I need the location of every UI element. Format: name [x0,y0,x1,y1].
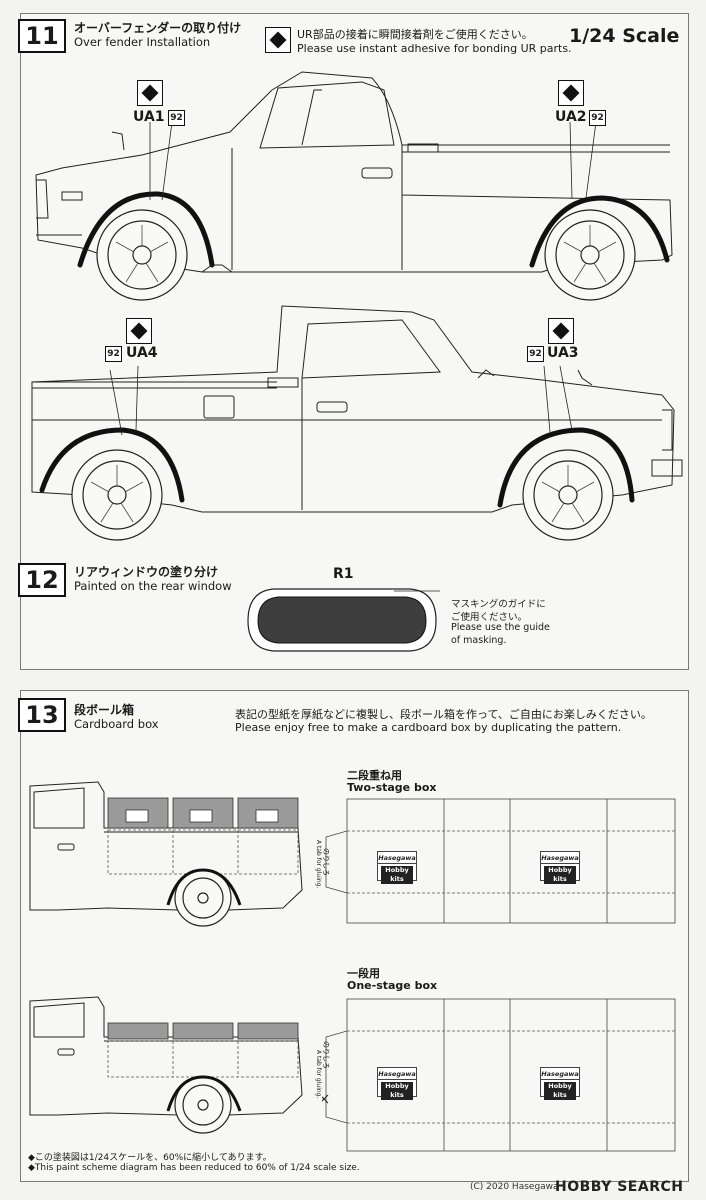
step-12-title-en: Painted on the rear window [74,579,232,593]
paint-code-badge-ua3: 92 [527,346,544,362]
one-stage-title-jp: 一段用 [347,967,380,980]
diamond-icon-ua4 [126,318,152,344]
paint-code-badge-ua1: 92 [168,110,185,126]
upper-truck-side-view [35,71,673,301]
step-13-note-en: Please enjoy free to make a cardboard bo… [235,721,622,734]
copyright-text: (C) 2020 Hasegawa [470,1182,559,1192]
truck-two-stage-boxes [29,781,303,927]
glue-tab-label-en-two-stage: A tab for gluing. [315,840,322,889]
step-11-number: 11 [18,19,66,53]
step-12-note-jp-1: マスキングのガイドに [451,599,546,610]
one-stage-box-pattern [322,998,676,1152]
step-11-note-en: Please use instant adhesive for bonding … [297,42,572,55]
footnote-jp: ◆この塗装図は1/24スケールを、60%に縮小してあります。 [28,1153,272,1163]
step-11-note-jp: UR部品の接着に瞬間接着剤をご使用ください。 [297,28,533,41]
two-stage-title-en: Two-stage box [347,781,437,794]
step-13-panel [20,690,689,1182]
step-13-number: 13 [18,698,66,732]
step-12-note-en-2: of masking. [451,635,507,646]
step-13-title-en: Cardboard box [74,717,159,731]
step-13-title-jp: 段ボール箱 [74,703,135,717]
step-12-title-jp: リアウィンドウの塗り分け [74,565,219,579]
diamond-icon [265,27,291,53]
hobby-search-logo: HOBBY SEARCH [555,1179,684,1195]
scale-label: 1/24 Scale [569,25,680,47]
step-11-title-en: Over fender Installation [74,35,211,49]
paint-code-badge-ua4: 92 [105,346,122,362]
one-stage-title-en: One-stage box [347,979,438,992]
two-stage-box-pattern [325,798,676,924]
step-12-note-jp-2: ご使用ください。 [451,612,528,623]
part-label-ua1: UA1 [133,109,165,125]
paint-code-badge-ua2: 92 [589,110,606,126]
glue-tab-label-en-one-stage: A tab for gluing. [315,1050,322,1099]
part-label-ua4: UA4 [126,345,158,361]
glue-tab-label-jp-two-stage: のりしろ [322,848,330,876]
diamond-icon-ua2 [558,80,584,106]
rear-window-diagram [247,588,440,652]
step-11-title-jp: オーバーフェンダーの取り付け [74,21,242,35]
lower-truck-side-view [31,305,683,541]
part-label-ua2: UA2 [555,109,587,125]
glue-tab-label-jp-one-stage: のりしろ [322,1041,330,1069]
diamond-icon-ua1 [137,80,163,106]
step-13-note-jp: 表記の型紙を厚紙などに複製し、段ボール箱を作って、ご自由にお楽しみください。 [235,708,652,721]
diamond-icon-ua3 [548,318,574,344]
step-12-note-en-1: Please use the guide [451,622,550,633]
part-label-ua3: UA3 [547,345,579,361]
part-label-r1: R1 [333,566,354,582]
step-12-number: 12 [18,563,66,597]
two-stage-title-jp: 二段重ね用 [347,769,402,782]
truck-one-stage-boxes [29,996,303,1134]
footnote-en: ◆This paint scheme diagram has been redu… [28,1163,360,1173]
